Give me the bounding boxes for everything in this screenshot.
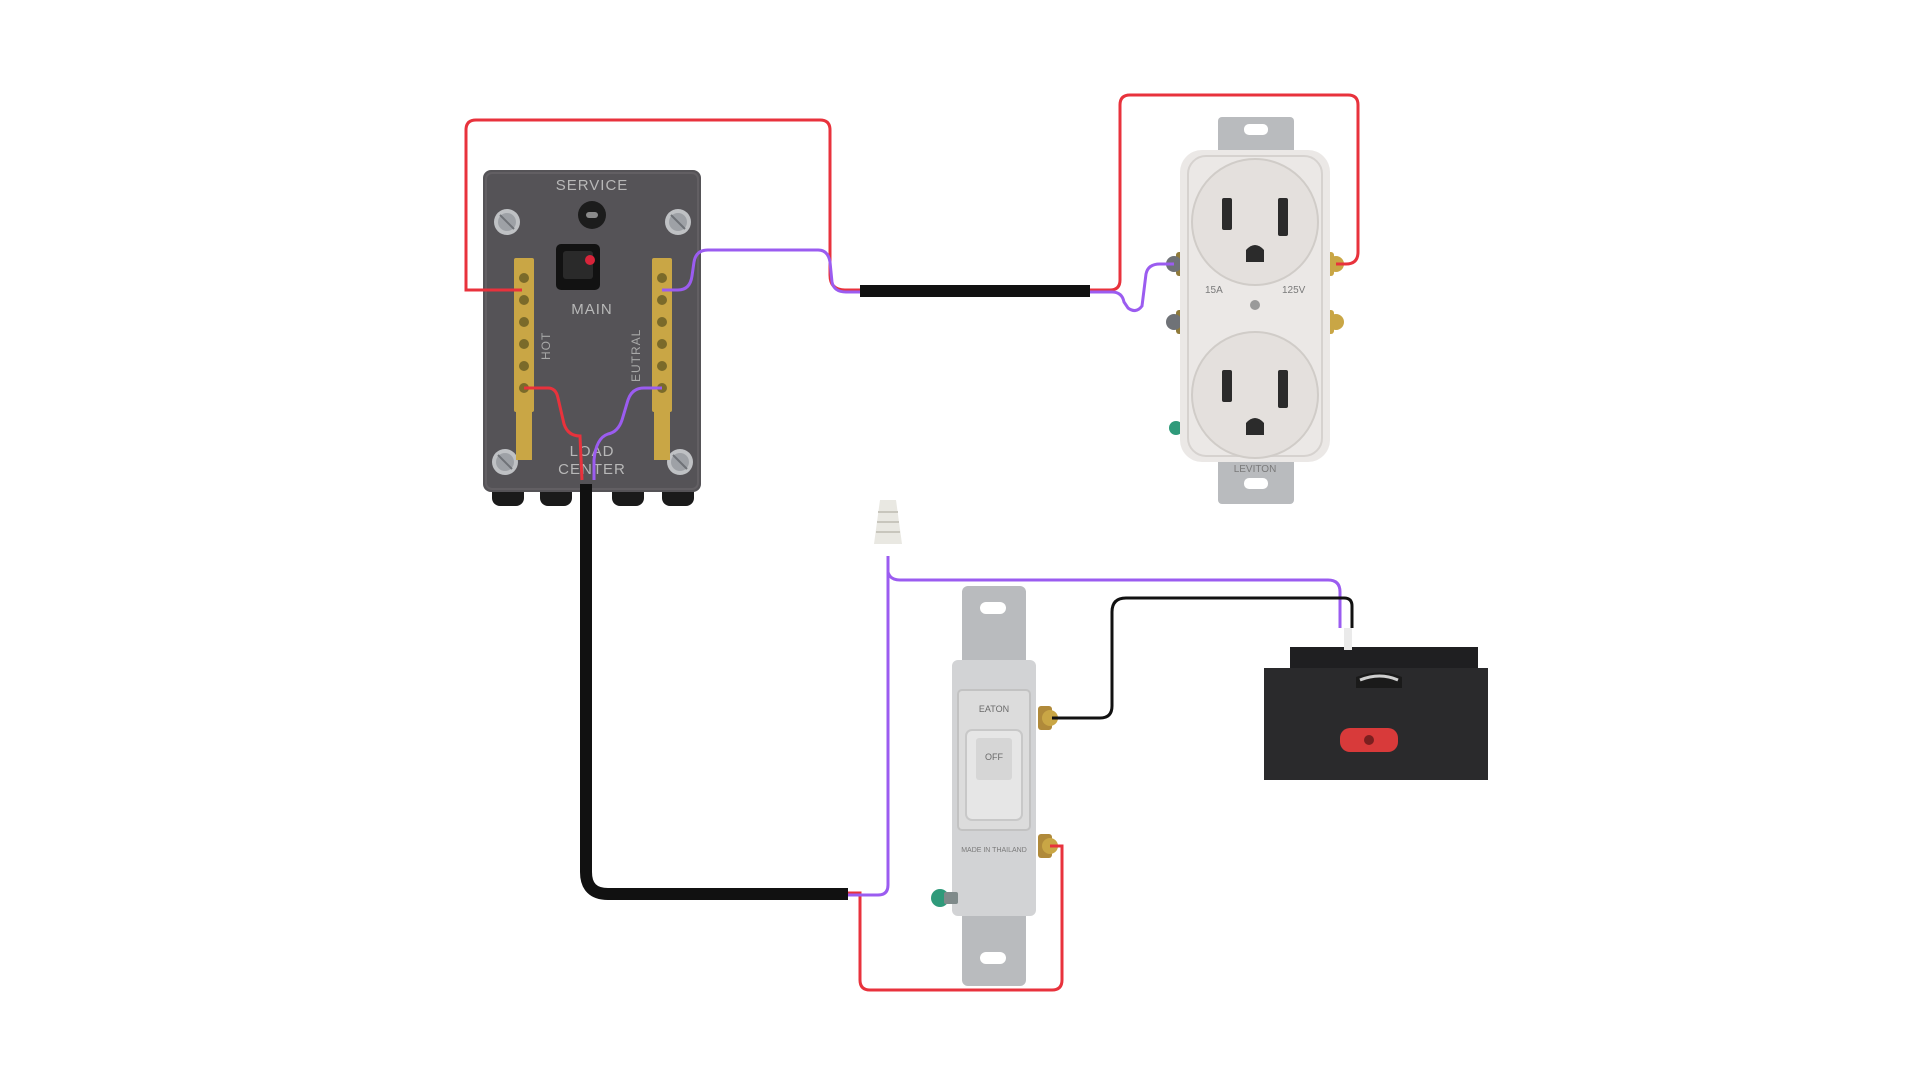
light-sensor-module: [1264, 628, 1488, 780]
neutral-label: EUTRAL: [629, 329, 643, 382]
neutral-wire-to-sensor: [846, 556, 890, 897]
hot-label: HOT: [539, 332, 553, 360]
screw-icon: [492, 449, 518, 475]
neutral-wire-bus-to-cable: [592, 386, 662, 480]
made-in-label: MADE IN THAILAND: [961, 847, 1027, 854]
light-switch: EATON OFF MADE IN THAILAND: [931, 586, 1058, 986]
hot-wire-outlet-loop: [1088, 93, 1360, 292]
cable-panel-to-switch: [580, 484, 848, 900]
hot-wire-switch-loop: [846, 844, 1064, 992]
load-center-panel: SERVICE MAIN: [483, 170, 701, 506]
center-label: CENTER: [558, 461, 626, 478]
screw-icon: [494, 209, 520, 235]
screw-icon: [665, 209, 691, 235]
switched-wire-to-sensor: [1052, 596, 1354, 720]
hot-bus-bar: [514, 258, 534, 412]
outlet-brand-label: LEVITON: [1234, 464, 1277, 475]
neutral-wire-sensor-lead: [886, 556, 1342, 628]
duplex-outlet: 15A 125V LEVITON: [1166, 117, 1344, 504]
amp-label: 15A: [1205, 285, 1223, 296]
load-label: LOAD: [570, 443, 615, 460]
main-breaker-switch: [556, 244, 600, 290]
hot-wire-bus-to-cable: [524, 386, 584, 481]
neutral-wire-panel-to-outlet: [662, 248, 862, 294]
red-led-icon: [585, 255, 595, 265]
service-label: SERVICE: [556, 177, 629, 194]
wire-nut-icon: [874, 500, 902, 544]
neutral-bus-bar: [652, 258, 672, 412]
main-label: MAIN: [571, 301, 613, 318]
ground-screw-icon: [1169, 421, 1183, 435]
volt-label: 125V: [1282, 285, 1306, 296]
switch-brand-label: EATON: [979, 704, 1009, 714]
neutral-wire-outlet: [1088, 262, 1174, 313]
sensor-lead: [1344, 628, 1352, 650]
service-knob-icon: [578, 201, 606, 229]
switch-off-label: OFF: [985, 752, 1003, 762]
screw-icon: [667, 449, 693, 475]
